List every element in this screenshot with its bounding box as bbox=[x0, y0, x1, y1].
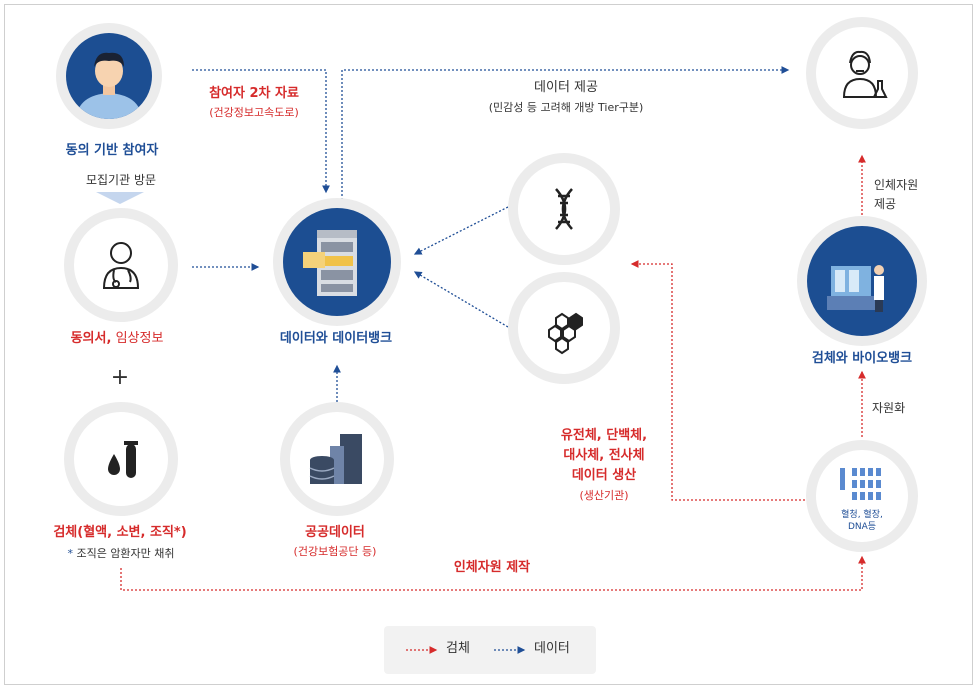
doctor-icon bbox=[74, 218, 168, 312]
hexagon-molecule-icon bbox=[518, 282, 610, 374]
building-icon bbox=[290, 412, 384, 506]
legend-data: 데이터 bbox=[534, 641, 570, 658]
tubes-icon bbox=[816, 462, 908, 512]
secondary-title: 참여자 2차 자료 bbox=[209, 86, 299, 103]
omics-line1: 유전체, 단백체, bbox=[561, 428, 647, 445]
doctor-node bbox=[64, 208, 178, 322]
tubes-line2: DNA등 bbox=[816, 522, 908, 534]
secondary-sub: (건강정보고속도로) bbox=[209, 106, 299, 120]
participant-label: 동의 기반 참여자 bbox=[66, 143, 159, 160]
blood-tube-icon bbox=[74, 412, 168, 506]
public-data-title: 공공데이터 bbox=[305, 525, 365, 542]
legend-specimen: 검체 bbox=[446, 641, 470, 658]
participant-node bbox=[66, 33, 152, 119]
server-icon bbox=[283, 208, 391, 316]
omics-line2: 대사체, 전사체 bbox=[563, 448, 644, 465]
specimen-note-text: 조직은 암환자만 채취 bbox=[76, 547, 174, 560]
databank-label: 데이터와 데이터뱅크 bbox=[280, 331, 392, 348]
resourcing-label: 자원화 bbox=[872, 401, 905, 417]
bio-provide-line1: 인체자원 bbox=[874, 178, 918, 194]
public-data-sub: (건강보험공단 등) bbox=[294, 545, 377, 559]
specimen-label: 검체(혈액, 소변, 조직*) bbox=[53, 525, 186, 542]
dna-node bbox=[508, 153, 620, 265]
databank-node bbox=[283, 208, 391, 316]
omics-sub: (생산기관) bbox=[579, 489, 628, 503]
specimen-note: * 조직은 암환자만 채취 bbox=[67, 547, 174, 561]
production-label: 인체자원 제작 bbox=[454, 560, 530, 577]
participant-sub: 모집기관 방문 bbox=[86, 173, 156, 189]
down-chevron-icon bbox=[96, 192, 144, 204]
public-data-node bbox=[280, 402, 394, 516]
line-tubes-to-omics bbox=[632, 264, 805, 500]
omics-line3: 데이터 생산 bbox=[572, 468, 636, 485]
bio-provide-line2: 제공 bbox=[874, 197, 896, 213]
consent-label: 동의서, 임상정보 bbox=[71, 331, 164, 348]
lab-icon bbox=[807, 226, 917, 336]
line-molecule-to-databank bbox=[415, 272, 508, 327]
molecule-node bbox=[508, 272, 620, 384]
data-provide-title: 데이터 제공 bbox=[534, 80, 598, 97]
scientist-icon bbox=[816, 27, 908, 119]
person-icon bbox=[66, 33, 152, 119]
tubes-node: 혈청, 혈장, DNA등 bbox=[806, 440, 918, 552]
biobank-node bbox=[807, 226, 917, 336]
plus-sign: + bbox=[111, 364, 129, 393]
dna-icon bbox=[518, 163, 610, 255]
tubes-line1: 혈청, 혈장, bbox=[816, 510, 908, 522]
legend: 검체 데이터 bbox=[384, 626, 596, 674]
consent-red: 동의서, bbox=[71, 331, 112, 346]
data-provide-sub: (민감성 등 고려해 개방 Tier구분) bbox=[489, 101, 644, 115]
consent-black: 임상정보 bbox=[116, 331, 164, 346]
biobank-label: 검체와 바이오뱅크 bbox=[812, 351, 912, 368]
researcher-node bbox=[806, 17, 918, 129]
specimen-node bbox=[64, 402, 178, 516]
line-dna-to-databank bbox=[415, 207, 508, 254]
specimen-note-mark: * bbox=[67, 547, 73, 560]
